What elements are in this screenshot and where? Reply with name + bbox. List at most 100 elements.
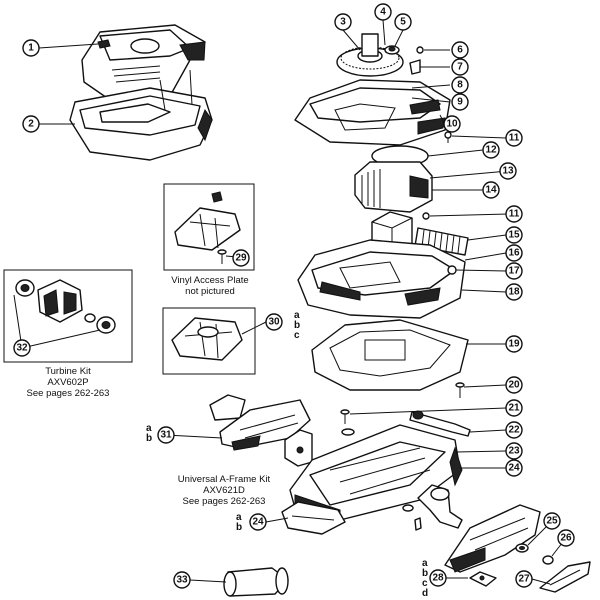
part-hose-adapter-33: [223, 567, 289, 597]
part-turbine: [15, 279, 116, 334]
callout-33: 33: [173, 571, 191, 589]
svg-text:10: 10: [446, 119, 458, 130]
caption-vinyl-access: Vinyl Access Plate not pictured: [164, 275, 256, 297]
callout-21: 21: [505, 399, 523, 417]
svg-text:7: 7: [457, 62, 463, 73]
callout-28: 28: [429, 569, 447, 587]
caption-aframe-line2: AXV621D: [203, 485, 245, 496]
variant-31-b: b: [146, 433, 152, 444]
svg-text:28: 28: [432, 573, 444, 584]
variant-30-a: a: [294, 310, 300, 321]
callout-22: 22: [505, 421, 523, 439]
callout-31: 31: [157, 426, 175, 444]
svg-text:6: 6: [457, 45, 463, 56]
svg-text:22: 22: [508, 425, 520, 436]
callout-23: 23: [505, 442, 523, 460]
callout-15: 15: [505, 226, 523, 244]
svg-text:24: 24: [252, 517, 264, 528]
callout-10: 10: [443, 115, 461, 133]
callout-18: 18: [505, 283, 523, 301]
variant-30-b: b: [294, 320, 300, 331]
part-hardware-6-7: [409, 46, 424, 75]
callout-11: 11: [505, 129, 523, 147]
svg-text:4: 4: [380, 7, 386, 18]
variant-28-c: c: [422, 578, 428, 589]
caption-aframe-kit: Universal A-Frame Kit AXV621D See pages …: [160, 474, 288, 507]
callout-30: 30: [265, 313, 283, 331]
callout-26: 26: [557, 529, 575, 547]
callout-24-left: 24: [249, 513, 267, 531]
part-body-shell: [69, 69, 213, 161]
svg-text:17: 17: [508, 266, 520, 277]
caption-turbine-line2: AXV602P: [47, 377, 89, 388]
variant-31-a: a: [146, 423, 152, 434]
svg-text:1: 1: [28, 43, 34, 54]
svg-text:27: 27: [518, 574, 530, 585]
callout-17: 17: [505, 262, 523, 280]
variant-28-b: b: [422, 568, 428, 579]
callout-27: 27: [515, 570, 533, 588]
svg-text:24: 24: [508, 463, 520, 474]
callout-29: 29: [232, 249, 250, 267]
svg-text:12: 12: [485, 145, 497, 156]
callout-1: 1: [22, 39, 40, 57]
part-bottom-plate: [311, 319, 469, 391]
caption-vinyl-line2: not pictured: [185, 286, 235, 297]
caption-turbine-kit: Turbine Kit AXV602P See pages 262-263: [4, 366, 132, 399]
part-bolt-20: [455, 382, 465, 398]
svg-text:25: 25: [546, 516, 558, 527]
svg-text:31: 31: [160, 430, 172, 441]
svg-text:11: 11: [509, 133, 520, 144]
svg-text:15: 15: [508, 230, 520, 241]
svg-text:32: 32: [16, 343, 28, 354]
part-screw-11-top: [444, 131, 452, 143]
svg-text:13: 13: [502, 166, 514, 177]
variant-28-d: d: [422, 588, 428, 599]
svg-text:20: 20: [508, 380, 520, 391]
part-washer-25: [515, 543, 529, 553]
part-top-housing: [294, 79, 451, 146]
part-diffuser-30: [171, 317, 243, 361]
callout-8: 8: [451, 76, 469, 94]
callout-24-right: 24: [505, 459, 523, 477]
part-motor-gearbox: [354, 145, 433, 213]
variant-24-b: b: [236, 522, 242, 533]
leader-lines: [13, 19, 567, 585]
svg-text:16: 16: [508, 248, 520, 259]
callout-25: 25: [543, 512, 561, 530]
callout-2: 2: [22, 115, 40, 133]
caption-turbine-line1: Turbine Kit: [45, 366, 91, 377]
callout-7: 7: [451, 58, 469, 76]
part-drive-gear: [336, 33, 404, 77]
svg-text:14: 14: [485, 185, 497, 196]
svg-text:21: 21: [508, 403, 520, 414]
part-screw-11-lower: [422, 212, 430, 220]
part-access-plate: [174, 191, 241, 251]
svg-text:26: 26: [560, 533, 572, 544]
svg-text:33: 33: [176, 575, 188, 586]
svg-text:23: 23: [508, 446, 520, 457]
part-front-skirt-31: [209, 394, 311, 451]
variant-28-a: a: [422, 558, 428, 569]
callout-13: 13: [499, 162, 517, 180]
part-hardware-21: [340, 409, 355, 436]
svg-text:18: 18: [508, 287, 520, 298]
caption-vinyl-line1: Vinyl Access Plate: [171, 275, 249, 286]
svg-text:3: 3: [340, 17, 346, 28]
caption-turbine-line3: See pages 262-263: [26, 388, 110, 399]
svg-text:5: 5: [400, 17, 406, 28]
callout-3: 3: [334, 13, 352, 31]
callout-12: 12: [482, 141, 500, 159]
part-screw-29: [217, 249, 227, 264]
svg-text:30: 30: [268, 317, 280, 328]
part-cover-27: [539, 561, 591, 593]
caption-aframe-line3: See pages 262-263: [182, 496, 266, 507]
callout-32: 32: [13, 339, 31, 357]
svg-text:8: 8: [457, 80, 463, 91]
svg-text:19: 19: [508, 339, 520, 350]
callout-9: 9: [451, 93, 469, 111]
callout-11-second: 11: [505, 205, 523, 223]
svg-text:2: 2: [28, 119, 34, 130]
